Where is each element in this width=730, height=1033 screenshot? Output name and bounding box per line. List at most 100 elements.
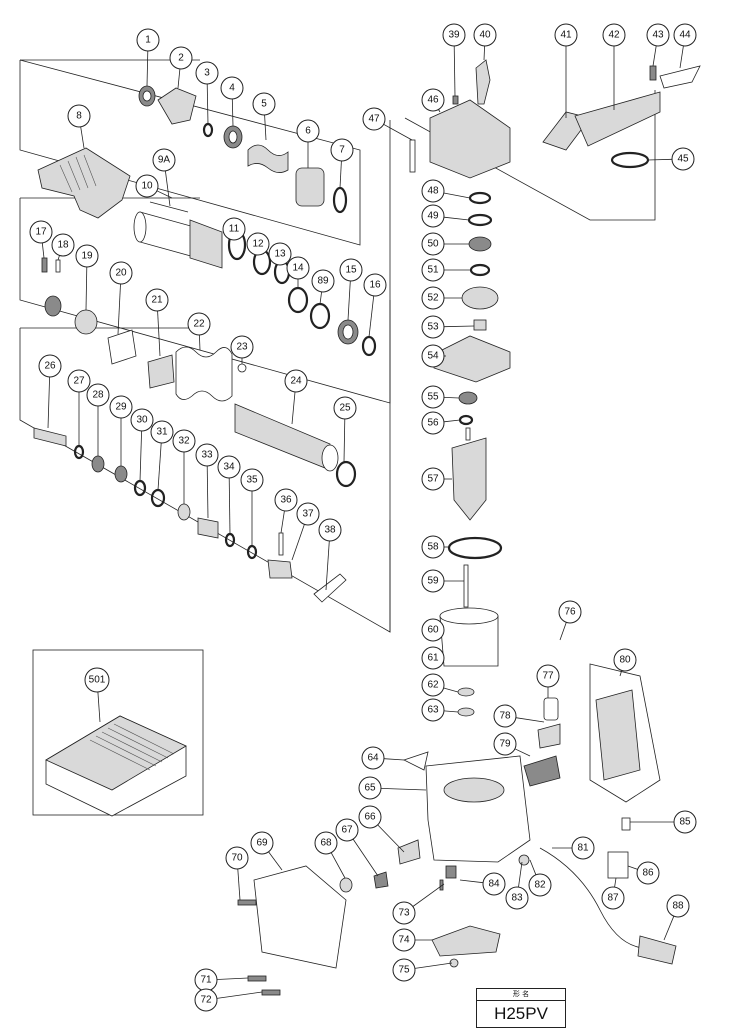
callout-number: 60	[427, 625, 439, 636]
callout-circle	[217, 455, 241, 479]
callout-circle	[152, 148, 176, 172]
callout-circle	[554, 23, 578, 47]
part-callout-67: 67	[335, 818, 359, 842]
leader-line-89	[319, 291, 322, 305]
part-callout-48: 48	[421, 179, 445, 203]
callout-bubbles: 123456789A101112131489151617181920212223…	[29, 23, 697, 1012]
part-callout-47: 47	[362, 107, 386, 131]
callout-circle	[330, 138, 354, 162]
part-callout-34: 34	[217, 455, 241, 479]
callout-circle	[240, 468, 264, 492]
callout-circle	[421, 179, 445, 203]
leader-line-65	[380, 788, 427, 791]
part-callout-38: 38	[318, 518, 342, 542]
leader-line-56	[443, 419, 461, 423]
callout-number: 46	[427, 95, 439, 106]
callout-number: 35	[246, 475, 258, 486]
callout-number: 79	[499, 739, 511, 750]
leader-line-30	[139, 430, 142, 482]
callout-number: 87	[607, 893, 619, 904]
leader-line-37	[291, 524, 305, 561]
part-callout-8: 8	[67, 104, 91, 128]
callout-number: 85	[679, 817, 691, 828]
leader-line-9a	[165, 170, 171, 207]
callout-number: 5	[261, 99, 267, 110]
callout-circle	[421, 385, 445, 409]
part-callout-60: 60	[421, 618, 445, 642]
part-callout-13: 13	[268, 242, 292, 266]
leader-line-79	[514, 748, 531, 757]
leader-line-33	[206, 465, 209, 519]
callout-number: 12	[252, 239, 264, 250]
part-callout-45: 45	[671, 147, 695, 171]
leader-line-71	[216, 977, 249, 980]
part-callout-32: 32	[172, 429, 196, 453]
callout-number: 83	[511, 893, 523, 904]
leader-line-47	[383, 123, 413, 141]
part-callout-10: 10	[135, 174, 159, 198]
part-callout-39: 39	[442, 23, 466, 47]
part-callout-73: 73	[392, 901, 416, 925]
callout-number: 4	[229, 83, 235, 94]
callout-number: 64	[367, 753, 379, 764]
callout-circle	[274, 488, 298, 512]
leader-line-69	[268, 851, 283, 871]
callout-circle	[421, 315, 445, 339]
callout-circle	[130, 408, 154, 432]
part-callout-2: 2	[169, 46, 193, 70]
leader-line-7	[339, 160, 342, 189]
callout-number: 61	[427, 653, 439, 664]
part-callout-21: 21	[145, 288, 169, 312]
callout-number: 43	[652, 30, 664, 41]
part-callout-56: 56	[421, 411, 445, 435]
part-callout-61: 61	[421, 646, 445, 670]
leader-line-4	[231, 98, 234, 127]
part-callout-81: 81	[571, 836, 595, 860]
part-callout-78: 78	[493, 704, 517, 728]
callout-circle	[421, 344, 445, 368]
part-callout-86: 86	[636, 861, 660, 885]
part-shapes	[33, 59, 701, 996]
callout-circle	[536, 664, 560, 688]
part-callout-58: 58	[421, 535, 445, 559]
callout-circle	[473, 23, 497, 47]
callout-number: 45	[677, 154, 689, 165]
callout-circle	[666, 894, 690, 918]
part-callout-37: 37	[296, 502, 320, 526]
callout-circle	[392, 901, 416, 925]
model-box: 形 名 H25PV	[476, 988, 566, 1028]
part-callout-6: 6	[296, 119, 320, 143]
callout-number: 37	[302, 509, 314, 520]
leader-line-20	[117, 283, 121, 335]
part-callout-53: 53	[421, 315, 445, 339]
callout-number: 19	[81, 251, 93, 262]
part-callout-87: 87	[601, 886, 625, 910]
part-callout-52: 52	[421, 286, 445, 310]
callout-number: 71	[200, 975, 212, 986]
callout-number: 3	[204, 68, 210, 79]
callout-circle	[361, 746, 385, 770]
callout-number: 76	[564, 607, 576, 618]
leader-line-82	[529, 859, 537, 875]
leader-line-68	[330, 852, 346, 879]
callout-number: 70	[231, 853, 243, 864]
part-callout-49: 49	[421, 204, 445, 228]
callout-number: 88	[672, 901, 684, 912]
callout-number: 25	[339, 403, 351, 414]
leader-line-2	[177, 68, 181, 89]
leader-line-10	[156, 190, 173, 199]
leader-line-22	[199, 334, 201, 351]
part-callout-89: 89	[311, 269, 335, 293]
callout-number: 32	[178, 436, 190, 447]
callout-circle	[314, 831, 338, 855]
callout-number: 82	[534, 880, 546, 891]
leader-line-62	[443, 687, 459, 693]
part-callout-84: 84	[482, 872, 506, 896]
callout-circle	[558, 600, 582, 624]
callout-circle	[225, 846, 249, 870]
callout-number: 38	[324, 525, 336, 536]
callout-number: 18	[57, 240, 69, 251]
part-callout-27: 27	[67, 369, 91, 393]
callout-number: 16	[369, 280, 381, 291]
callout-number: 73	[398, 908, 410, 919]
